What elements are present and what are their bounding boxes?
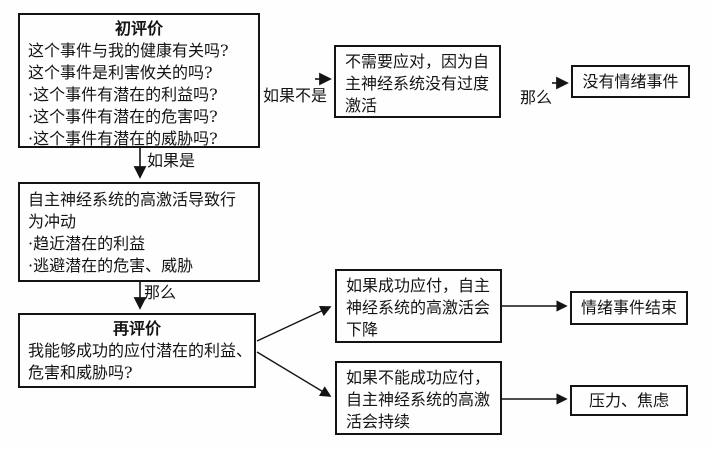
edge-label-if-yes: 如果是	[147, 151, 196, 170]
cope-fail-line: 如果不能成功应付，	[346, 368, 491, 387]
arousal-line: ·逃避潜在的危害、威胁	[28, 256, 194, 275]
cope-success-line: 下降	[346, 320, 379, 339]
primary-appraisal-line: 这个事件与我的健康有关吗?	[28, 41, 229, 60]
arousal-line: 自主神经系统的高激活导致行	[28, 190, 237, 209]
primary-appraisal-line: 这个事件是利害攸关的吗?	[28, 63, 213, 82]
no-response-line: 不需要应对，因为自	[345, 52, 490, 71]
no-response-line: 激活	[345, 96, 378, 115]
cope-fail-box: 如果不能成功应付， 自主神经系统的高激 活会持续	[335, 361, 502, 435]
edge-label-then-mid: 那么	[144, 283, 177, 302]
connector-cope-success	[256, 305, 332, 342]
connector-cope-fail	[256, 351, 332, 397]
primary-appraisal-box: 初评价 这个事件与我的健康有关吗? 这个事件是利害攸关的吗? ·这个事件有潜在的…	[18, 13, 260, 148]
reappraisal-title: 再评价	[112, 319, 161, 338]
stress-label: 压力、焦虑	[588, 390, 669, 410]
reappraisal-line: 危害和威胁吗?	[28, 363, 133, 382]
emotion-end-box: 情绪事件结束	[570, 291, 688, 325]
reappraisal-box: 再评价 我能够成功的应付潜在的利益、 危害和威胁吗?	[18, 313, 256, 388]
no-response-box: 不需要应对，因为自 主神经系统没有过度 激活	[334, 45, 501, 118]
primary-appraisal-title: 初评价	[114, 19, 163, 38]
arousal-box: 自主神经系统的高激活导致行 为冲动 ·趋近潜在的利益 ·逃避潜在的危害、威胁	[18, 182, 260, 282]
no-emotion-label: 没有情绪事件	[582, 71, 679, 91]
cope-success-line: 如果成功应付，自主	[346, 276, 491, 295]
cope-fail-line: 自主神经系统的高激	[346, 390, 491, 409]
edge-label-if-not: 如果不是	[263, 86, 328, 105]
stress-box: 压力、焦虑	[570, 385, 688, 416]
emotion-end-label: 情绪事件结束	[580, 298, 677, 317]
primary-appraisal-line: ·这个事件有潜在的利益吗?	[28, 85, 218, 104]
primary-appraisal-line: ·这个事件有潜在的威胁吗?	[28, 129, 218, 148]
no-response-line: 主神经系统没有过度	[345, 74, 490, 93]
no-emotion-box: 没有情绪事件	[571, 65, 690, 98]
cope-success-line: 神经系统的高激活会	[346, 298, 491, 317]
edge-label-then-top: 那么	[520, 88, 553, 107]
arousal-line: ·趋近潜在的利益	[28, 234, 146, 253]
arousal-line: 为冲动	[28, 212, 77, 231]
cope-fail-line: 活会持续	[346, 412, 411, 431]
reappraisal-line: 我能够成功的应付潜在的利益、	[28, 341, 253, 360]
primary-appraisal-line: ·这个事件有潜在的危害吗?	[28, 107, 218, 126]
cope-success-box: 如果成功应付，自主 神经系统的高激活会 下降	[335, 269, 502, 343]
